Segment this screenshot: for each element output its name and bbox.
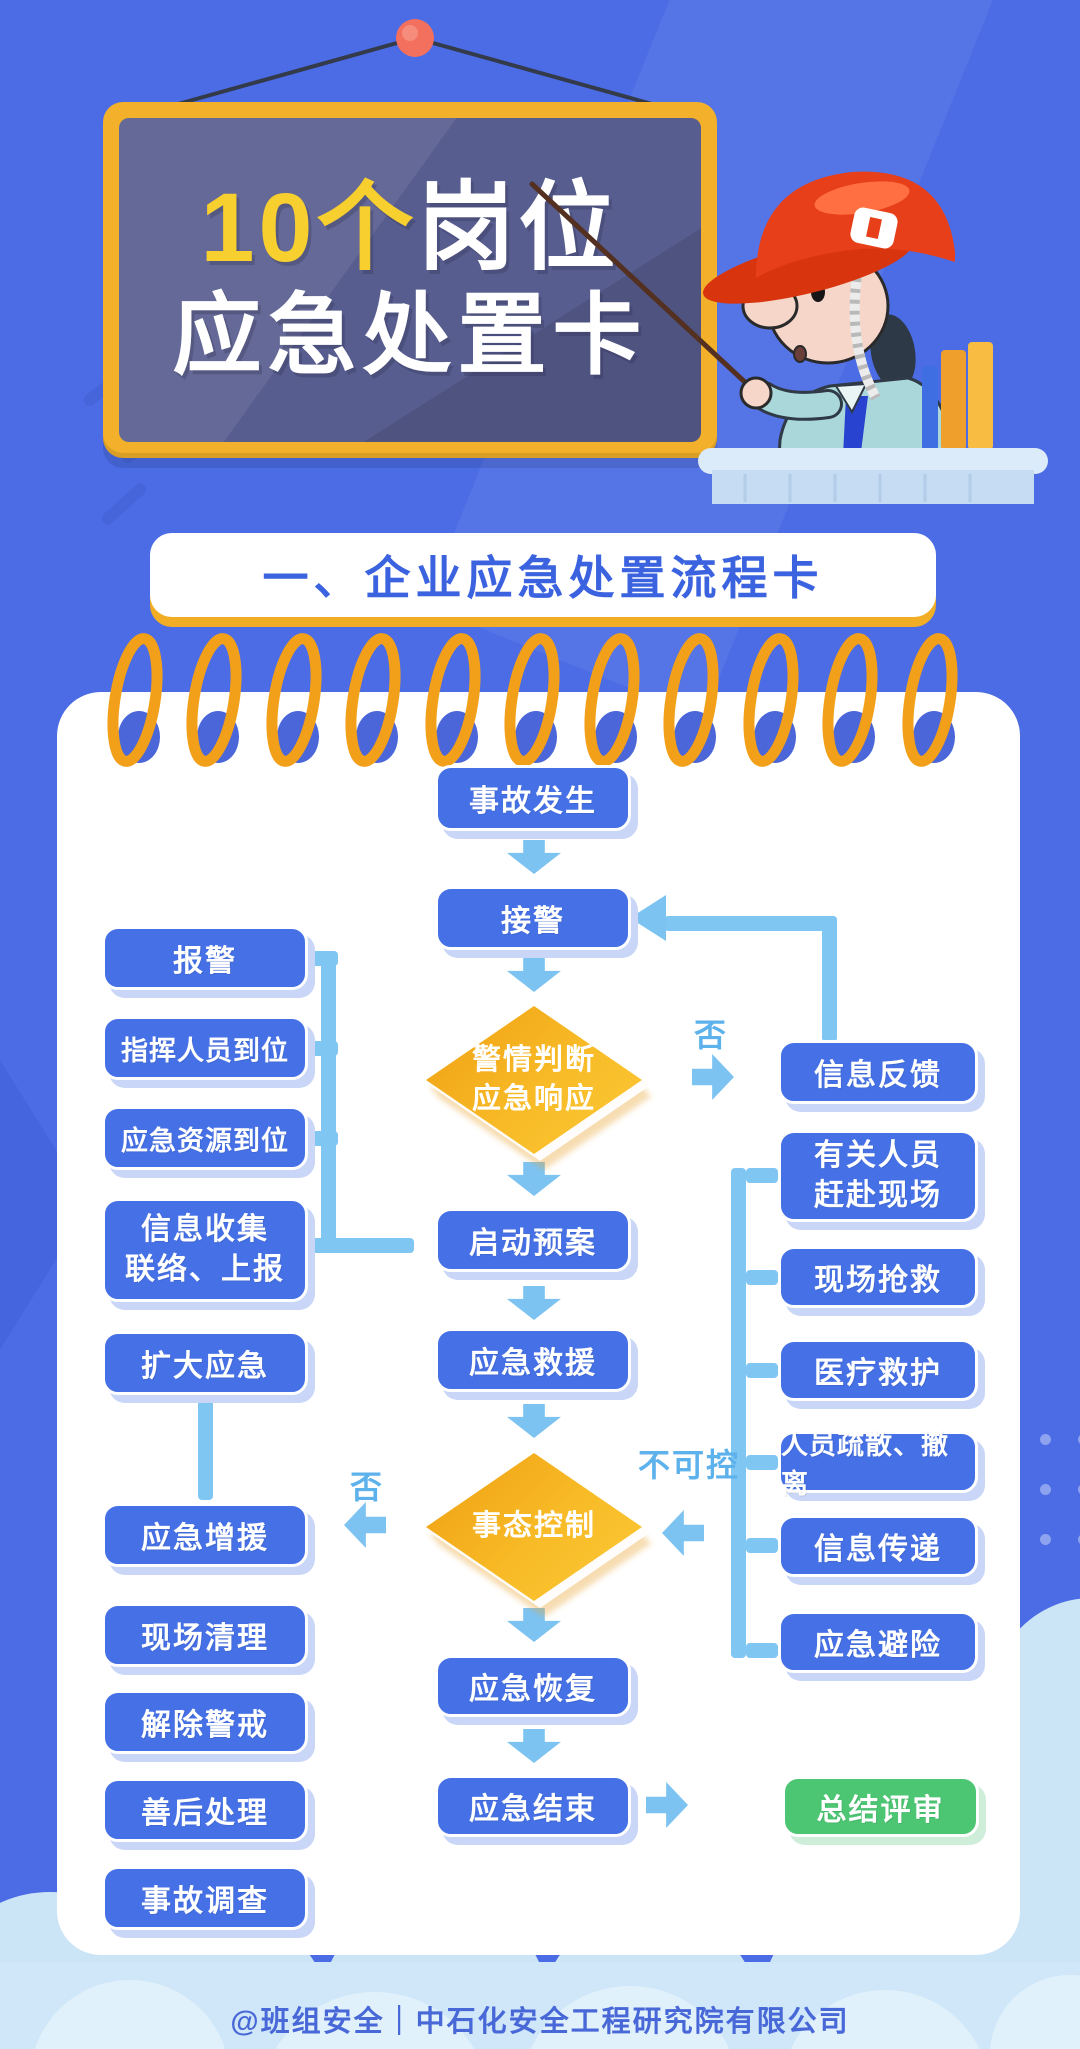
decision-situation-control-shape: 事态控制 bbox=[426, 1453, 642, 1601]
node-accident-investigation: 事故调查 bbox=[102, 1866, 308, 1930]
node-summary-review: 总结评审 bbox=[782, 1776, 979, 1837]
node-personnel-arrive: 有关人员 赶赴现场 bbox=[778, 1130, 978, 1222]
connector-right-bracket-stub bbox=[746, 1455, 778, 1470]
bg-squiggle bbox=[99, 480, 149, 528]
node-info-feedback: 信息反馈 bbox=[778, 1040, 978, 1104]
connector-left-bracket-foot bbox=[302, 1238, 414, 1253]
node-emergency-reinforce: 应急增援 bbox=[102, 1503, 308, 1567]
decision-alarm-judgement: 警情判断 应急响应 bbox=[426, 1006, 642, 1154]
label-uncontrollable: 不可控 bbox=[638, 1447, 741, 1483]
worker-hand bbox=[739, 376, 773, 410]
label-no-bottom: 否 bbox=[350, 1469, 385, 1505]
node-lift-alert: 解除警戒 bbox=[102, 1690, 308, 1754]
node-arrive-line1: 有关人员 bbox=[814, 1138, 942, 1172]
connector-feedback-vertical bbox=[822, 916, 837, 1042]
node-info-collection: 信息收集 联络、上报 bbox=[102, 1198, 308, 1302]
spiral-binding bbox=[107, 633, 958, 767]
connector-right-bracket-vertical bbox=[731, 1168, 746, 1658]
decision-situation-control: 事态控制 bbox=[426, 1453, 642, 1601]
desk-item-orange bbox=[968, 342, 993, 450]
bg-dot bbox=[1078, 1484, 1080, 1495]
node-onsite-rescue: 现场抢救 bbox=[778, 1246, 978, 1308]
node-accident-occurs: 事故发生 bbox=[435, 765, 631, 831]
decision-text-line1: 警情判断 bbox=[471, 1043, 596, 1076]
section-banner: 一、企业应急处置流程卡 bbox=[150, 533, 936, 617]
node-emergency-rescue: 应急救援 bbox=[435, 1328, 631, 1392]
table-top bbox=[698, 448, 1048, 474]
table-front bbox=[712, 470, 1034, 504]
node-resources-in-place: 应急资源到位 bbox=[102, 1106, 308, 1170]
node-info-transmission: 信息传递 bbox=[778, 1515, 978, 1577]
node-emergency-avoidance: 应急避险 bbox=[778, 1611, 978, 1673]
bg-dot bbox=[1040, 1534, 1051, 1545]
node-emergency-recovery: 应急恢复 bbox=[435, 1655, 631, 1717]
node-arrive-line2: 赶赴现场 bbox=[814, 1179, 942, 1212]
node-launch-plan: 启动预案 bbox=[435, 1208, 631, 1272]
connector-right-bracket-stub bbox=[746, 1168, 778, 1183]
footer-credit: @班组安全｜中石化安全工程研究院有限公司 bbox=[230, 2006, 850, 2038]
bg-dot bbox=[1040, 1434, 1051, 1445]
connector-right-bracket-stub bbox=[746, 1643, 778, 1658]
connector-expand-reinforce bbox=[198, 1398, 213, 1500]
title-board: 10个岗位 应急处置卡 bbox=[103, 102, 717, 458]
node-aftermath-handling: 善后处理 bbox=[102, 1778, 308, 1842]
pointer-stick bbox=[529, 181, 765, 401]
desk-item-blue bbox=[922, 366, 938, 450]
node-report-alarm: 报警 bbox=[102, 926, 308, 990]
helmet-chinstrap-hatch bbox=[849, 255, 881, 401]
bg-dot bbox=[1078, 1434, 1080, 1445]
worker-mouth bbox=[793, 345, 807, 363]
connector-feedback-horizontal bbox=[664, 916, 837, 931]
helmet-brim bbox=[703, 232, 913, 304]
desk-item-orange bbox=[941, 350, 966, 450]
title-board-surface: 10个岗位 应急处置卡 bbox=[119, 118, 701, 442]
node-info-line1: 信息收集 bbox=[141, 1212, 269, 1246]
section-banner-text: 一、企业应急处置流程卡 bbox=[262, 552, 824, 604]
node-info-line2: 联络、上报 bbox=[125, 1253, 285, 1286]
bg-dot bbox=[1040, 1484, 1051, 1495]
bg-dot bbox=[1078, 1534, 1080, 1545]
label-no-top: 否 bbox=[694, 1017, 729, 1053]
node-scene-cleanup: 现场清理 bbox=[102, 1603, 308, 1667]
decision-text-line2: 应急响应 bbox=[471, 1083, 596, 1115]
worker-illustration bbox=[529, 171, 1048, 504]
node-medical-aid: 医疗救护 bbox=[778, 1339, 978, 1401]
node-evacuation: 人员疏散、撤离 bbox=[778, 1430, 978, 1499]
node-receive-alarm: 接警 bbox=[435, 886, 631, 950]
decision-alarm-judgement-shape: 警情判断 应急响应 bbox=[426, 1006, 642, 1154]
ring-loops bbox=[107, 633, 958, 767]
connector-right-bracket-stub bbox=[746, 1270, 778, 1285]
node-expand-emergency: 扩大应急 bbox=[102, 1331, 308, 1395]
flowchart-card bbox=[57, 692, 1020, 1955]
worker-collar bbox=[834, 382, 868, 415]
poster-title-line2: 应急处置卡 bbox=[172, 285, 648, 386]
pushpin-highlight bbox=[402, 25, 418, 41]
table-seams bbox=[743, 474, 972, 502]
node-emergency-end: 应急结束 bbox=[435, 1775, 631, 1837]
decision-text: 事态控制 bbox=[471, 1510, 596, 1543]
helmet-logo bbox=[850, 207, 898, 249]
connector-left-bracket-vertical bbox=[321, 951, 336, 1253]
helmet-highlight bbox=[814, 181, 910, 215]
node-command-in-place: 指挥人员到位 bbox=[102, 1016, 308, 1080]
connector-right-bracket-stub bbox=[746, 1538, 778, 1553]
worker-arm bbox=[752, 384, 840, 418]
title-number: 10个 bbox=[200, 173, 418, 283]
connector-right-bracket-stub bbox=[746, 1363, 778, 1378]
